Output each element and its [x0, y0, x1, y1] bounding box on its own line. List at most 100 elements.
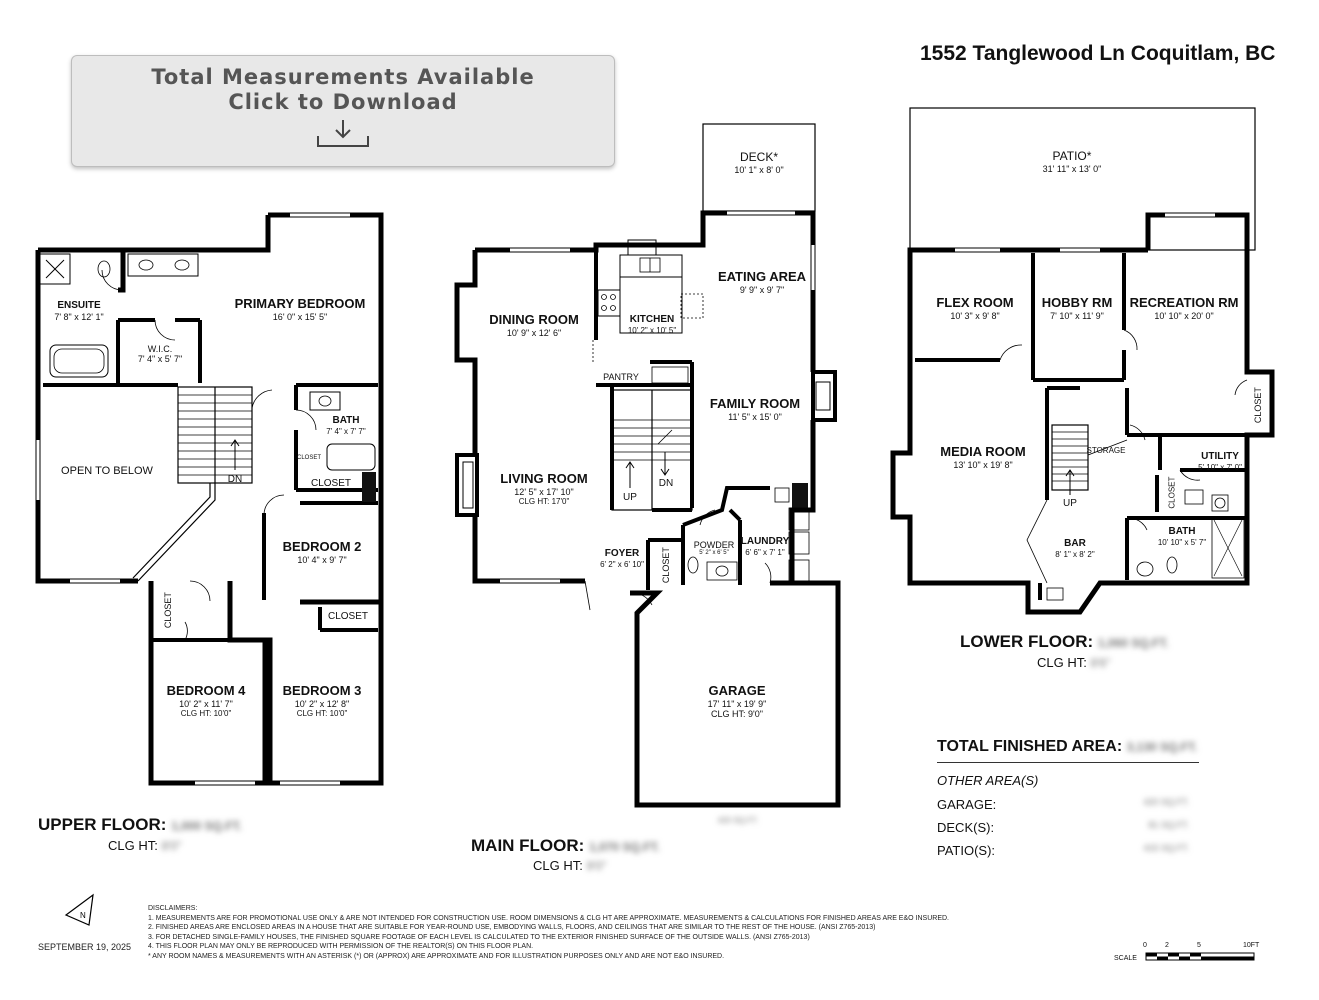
north-arrow-icon: N	[64, 893, 94, 926]
room-dims-primary-bedroom: 16' 0" x 15' 5"	[272, 311, 328, 322]
room-name-foyer: FOYER	[604, 548, 640, 559]
room-dims-bedroom-3: 10' 2" x 12' 8"	[294, 698, 350, 709]
upper-floor-clg: CLG HT: 8'0"	[108, 838, 181, 853]
room-name-media-room: MEDIA ROOM	[940, 444, 1026, 459]
download-line-2: Click to Download	[228, 90, 458, 114]
room-name-patio: PATIO*	[1052, 149, 1092, 163]
main-clg-label: CLG HT:	[533, 858, 583, 873]
garage-sub-area: 420 SQ.FT.	[717, 816, 759, 825]
room-name-bedroom-4: BEDROOM 4	[166, 683, 246, 698]
disclaimer-line: * ANY ROOM NAMES & MEASUREMENTS WITH AN …	[148, 952, 725, 960]
upper-floor-area: 1,000 SQ.FT.	[171, 819, 242, 833]
scale-bar	[1145, 952, 1255, 961]
stairs-up-label-main: UP	[623, 492, 637, 503]
room-name-open-to-below: OPEN TO BELOW	[61, 465, 153, 477]
disclaimers: DISCLAIMERS: 1. MEASUREMENTS ARE FOR PRO…	[148, 904, 1048, 961]
scale-tick-0: 0	[1143, 942, 1147, 949]
room-name-powder: POWDER	[693, 540, 735, 550]
room-name-flex-room: FLEX ROOM	[936, 295, 1014, 310]
stairs-down-label-upper: DN	[227, 474, 243, 485]
room-dims-foyer: 6' 2" x 6' 10"	[600, 559, 644, 569]
scale-label: SCALE	[1114, 955, 1137, 962]
plan-date: SEPTEMBER 19, 2025	[38, 942, 132, 952]
lower-floor-label: LOWER FLOOR:	[960, 632, 1094, 651]
room-clg-bedroom-3: CLG HT: 10'0"	[296, 709, 348, 719]
main-floor-caption: MAIN FLOOR: 1,070 SQ.FT.	[471, 836, 660, 856]
room-dims-laundry: 6' 6" x 7' 1"	[745, 547, 785, 557]
room-dims-bar: 8' 1" x 8' 2"	[1055, 549, 1095, 559]
summary-value: 420 SQ.FT.	[1143, 797, 1189, 807]
room-dims-ensuite: 7' 8" x 12' 1"	[54, 311, 104, 322]
room-dims-hobby-rm: 7' 10" x 11' 9"	[1050, 310, 1104, 321]
closet-label-recreation: CLOSET	[1252, 387, 1263, 424]
lower-floor-caption: LOWER FLOOR: 1,060 SQ.FT.	[960, 632, 1169, 652]
room-name-deck: DECK*	[739, 150, 779, 164]
summary-value: 81 SQ.FT.	[1148, 820, 1189, 830]
main-floor-label: MAIN FLOOR:	[471, 836, 585, 855]
stairs-down-label-main: DN	[658, 478, 674, 489]
room-dims-powder: 5' 2" x 6' 5"	[699, 550, 729, 557]
closet-label-bedroom4: CLOSET	[162, 592, 173, 629]
room-name-eating-area: EATING AREA	[717, 269, 807, 284]
room-name-kitchen: KITCHEN	[629, 314, 675, 325]
disclaimer-line: 2. FINISHED AREAS ARE ENCLOSED AREAS IN …	[148, 924, 876, 931]
room-name-hobby-rm: HOBBY RM	[1041, 295, 1113, 310]
pantry-label: PANTRY	[603, 372, 639, 382]
area-summary: TOTAL FINISHED AREA: 3,130 SQ.FT. OTHER …	[937, 738, 1199, 858]
disclaimer-line: 4. THIS FLOOR PLAN MAY ONLY BE REPRODUCE…	[148, 943, 534, 950]
summary-value: 415 SQ.FT.	[1143, 843, 1189, 853]
room-clg-bedroom-4: CLG HT: 10'0"	[180, 709, 232, 719]
closet-label-foyer: CLOSET	[660, 547, 671, 584]
download-line-1: Total Measurements Available	[151, 65, 535, 89]
room-dims-upper-bath: 7' 4" x 7' 7"	[326, 426, 366, 436]
room-dims-media-room: 13' 10" x 19' 8"	[953, 459, 1013, 470]
closet-label-bedroom3: CLOSET	[327, 611, 369, 622]
summary-row-garage: GARAGE: 420 SQ.FT.	[937, 797, 1199, 812]
scale-tick-5: 5	[1197, 942, 1201, 949]
room-clg-living-room: CLG HT: 17'0"	[518, 497, 570, 507]
stairs-up-label-lower: UP	[1063, 498, 1077, 509]
disclaimer-line: 1. MEASUREMENTS ARE FOR PROMOTIONAL USE …	[148, 914, 949, 922]
main-clg-value: 9'0"	[586, 859, 607, 873]
download-icon	[317, 120, 369, 147]
room-name-bedroom-2: BEDROOM 2	[282, 539, 362, 554]
lower-floor-clg: CLG HT: 8'6"	[1037, 655, 1110, 670]
download-measurements-button[interactable]: Total Measurements Available Click to Do…	[71, 55, 615, 167]
room-name-utility: UTILITY	[1201, 451, 1239, 462]
lower-floor-area: 1,060 SQ.FT.	[1097, 636, 1169, 650]
summary-row-decks: DECK(S): 81 SQ.FT.	[937, 820, 1199, 835]
room-name-recreation-rm: RECREATION RM	[1129, 295, 1239, 310]
total-finished-area: TOTAL FINISHED AREA: 3,130 SQ.FT.	[937, 738, 1199, 763]
room-name-lower-bath: BATH	[1168, 526, 1196, 537]
scale-tick-2: 2	[1165, 942, 1169, 949]
summary-label: PATIO(S):	[937, 843, 996, 858]
summary-row-patios: PATIO(S): 415 SQ.FT.	[937, 843, 1199, 858]
lower-clg-value: 8'6"	[1090, 656, 1111, 670]
room-name-ensuite: ENSUITE	[57, 300, 101, 311]
room-dims-kitchen: 10' 2" x 10' 5"	[627, 325, 677, 335]
closet-label-bedroom2: CLOSET	[310, 478, 352, 489]
closet-label-bath: CLOSET	[296, 455, 322, 461]
room-name-family-room: FAMILY ROOM	[709, 396, 801, 411]
room-name-living-room: LIVING ROOM	[500, 471, 588, 486]
room-name-upper-bath: BATH	[332, 415, 360, 426]
upper-clg-value: 8'0"	[161, 839, 182, 853]
compass-label: N	[80, 911, 86, 920]
room-dims-garage: 17' 11" x 19' 9"	[707, 698, 767, 709]
room-dims-wic: 7' 4" x 5' 7"	[137, 354, 183, 365]
room-name-garage: GARAGE	[708, 683, 766, 698]
other-areas-heading: OTHER AREA(S)	[937, 773, 1039, 788]
room-dims-deck: 10' 1" x 8' 0"	[734, 164, 784, 175]
room-name-wic: W.I.C.	[147, 344, 173, 354]
upper-floor-label: UPPER FLOOR:	[38, 815, 167, 834]
room-dims-dining-room: 10' 9" x 12' 6"	[506, 327, 562, 338]
room-name-dining-room: DINING ROOM	[489, 312, 579, 327]
upper-clg-label: CLG HT:	[108, 838, 158, 853]
room-name-bar: BAR	[1064, 538, 1086, 549]
room-dims-living-room: 12' 5" x 17' 10"	[514, 486, 574, 497]
summary-label: DECK(S):	[937, 820, 995, 835]
main-floor-area: 1,070 SQ.FT.	[589, 840, 660, 854]
lower-floor-plan	[890, 107, 1275, 615]
property-address: 1552 Tanglewood Ln Coquitlam, BC	[920, 42, 1276, 65]
